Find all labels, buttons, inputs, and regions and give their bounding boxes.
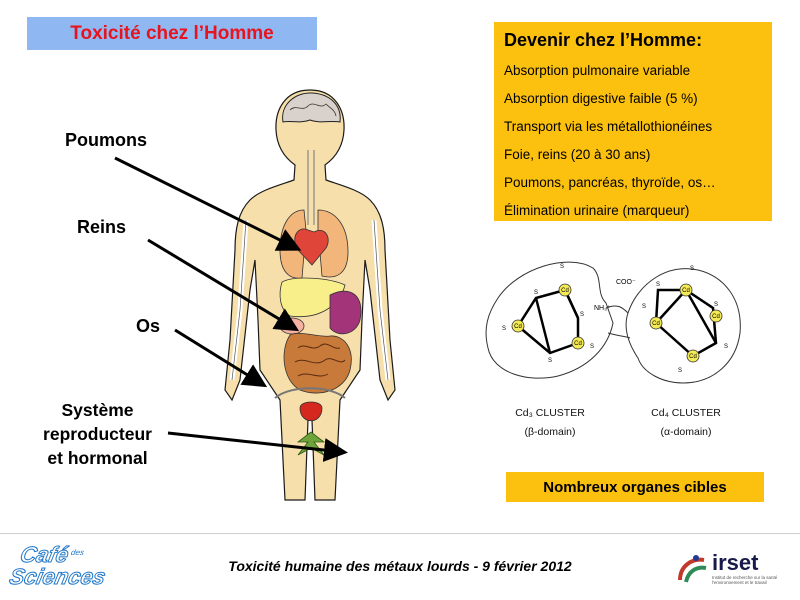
info-box: Devenir chez l’Homme: Absorption pulmona… bbox=[494, 22, 772, 221]
beta-domain-outline bbox=[485, 261, 614, 379]
linker-outline bbox=[605, 305, 631, 339]
s-label: S bbox=[534, 290, 538, 296]
label-systeme-line2: reproducteur bbox=[43, 424, 152, 444]
footer-divider bbox=[0, 533, 800, 534]
s-label: S bbox=[560, 264, 564, 270]
info-item: Foie, reins (20 à 30 ans) bbox=[504, 147, 651, 162]
alpha-caption-line2: (α-domain) bbox=[660, 426, 712, 438]
cd-atom bbox=[511, 319, 525, 333]
right-lung bbox=[317, 209, 349, 278]
label-systeme: Système reproducteur et hormonal bbox=[30, 398, 165, 470]
bladder bbox=[299, 401, 323, 422]
info-item: Transport via les métallothionéines bbox=[504, 119, 713, 134]
label-reins: Reins bbox=[77, 217, 127, 237]
kidney bbox=[279, 317, 305, 335]
irset-subtitle: Institut de recherche sur la santé l'env… bbox=[712, 575, 778, 585]
brain bbox=[282, 92, 341, 123]
cd-atom bbox=[571, 336, 585, 350]
s-label: S bbox=[724, 344, 728, 350]
label-systeme-line3: et hormonal bbox=[47, 448, 148, 468]
s-label: S bbox=[642, 304, 646, 310]
cd-atom bbox=[679, 283, 693, 297]
s-label: S bbox=[590, 344, 594, 350]
human-body-illustration bbox=[224, 89, 396, 501]
cd-label: Cd bbox=[514, 324, 522, 330]
cafe-des-sciences-logo: Café des Sciences bbox=[4, 542, 112, 592]
cd-label: Cd bbox=[652, 321, 660, 327]
trachea bbox=[307, 150, 315, 225]
irset-logo-icon bbox=[678, 555, 707, 583]
irset-name: irset bbox=[712, 550, 759, 575]
s-label: S bbox=[656, 282, 660, 288]
s-label: S bbox=[548, 358, 552, 364]
footer-text: Toxicité humaine des métaux lourds - 9 f… bbox=[228, 558, 572, 574]
alpha-caption-line1: Cd₄ CLUSTER bbox=[651, 407, 721, 419]
cd-atom bbox=[686, 349, 700, 363]
info-list: Absorption pulmonaire variable Absorptio… bbox=[504, 57, 762, 225]
cd-label: Cd bbox=[682, 288, 690, 294]
s-label: S bbox=[714, 302, 718, 308]
s-label: S bbox=[678, 368, 682, 374]
beta-caption-line2: (β-domain) bbox=[524, 426, 576, 438]
slide-title: Toxicité chez l’Homme bbox=[27, 17, 317, 50]
info-heading: Devenir chez l’Homme: bbox=[504, 30, 703, 50]
cd-atom bbox=[709, 309, 723, 323]
label-systeme-line1: Système bbox=[61, 400, 134, 420]
cd-label: Cd bbox=[712, 314, 720, 320]
targets-box: Nombreux organes cibles bbox=[506, 472, 764, 502]
s-label: S bbox=[690, 266, 694, 272]
cd-atom bbox=[649, 316, 663, 330]
beta-caption: Cd₃ CLUSTER (β-domain) bbox=[500, 404, 600, 442]
info-item: Poumons, pancréas, thyroïde, os… bbox=[504, 175, 716, 190]
info-item: Absorption digestive faible (5 %) bbox=[504, 91, 698, 106]
cd-label: Cd bbox=[689, 354, 697, 360]
alpha-caption: Cd₄ CLUSTER (α-domain) bbox=[636, 404, 736, 442]
info-item: Élimination urinaire (marqueur) bbox=[504, 203, 690, 218]
cd-label: Cd bbox=[574, 341, 582, 347]
coo-label: COO⁻ bbox=[616, 279, 636, 286]
alpha-domain-outline bbox=[625, 268, 741, 384]
footer: Café des Sciences Toxicité humaine des m… bbox=[0, 540, 800, 600]
logo-sciences-text: Sciences bbox=[7, 564, 109, 590]
irset-logo: irset Institut de recherche sur la santé… bbox=[676, 550, 796, 590]
s-label: S bbox=[502, 326, 506, 332]
stomach bbox=[329, 290, 362, 335]
info-item: Absorption pulmonaire variable bbox=[504, 63, 691, 78]
nh3-label: NH₃⁺ bbox=[594, 305, 611, 312]
label-poumons: Poumons bbox=[65, 130, 148, 150]
beta-caption-line1: Cd₃ CLUSTER bbox=[515, 407, 585, 419]
s-label: S bbox=[580, 312, 584, 318]
logo-des-text: des bbox=[70, 548, 85, 557]
cd-label: Cd bbox=[561, 288, 569, 294]
pelvis bbox=[274, 387, 346, 399]
metallothionein-cluster-diagram: Cd Cd Cd Cd Cd Cd Cd S S S S S S S S S S… bbox=[485, 261, 741, 384]
label-os: Os bbox=[136, 316, 161, 336]
alpha-bonds bbox=[654, 288, 718, 358]
cd-atom bbox=[558, 283, 572, 297]
beta-bonds bbox=[516, 288, 580, 355]
